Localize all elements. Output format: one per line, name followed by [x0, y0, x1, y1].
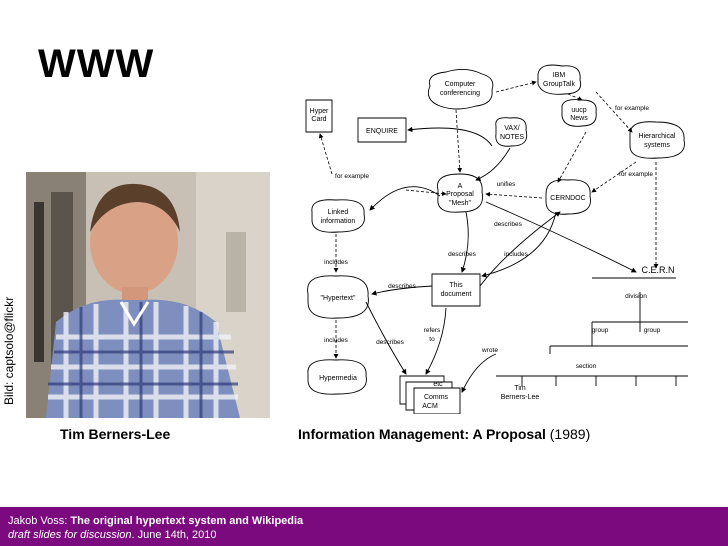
node-hypertext: "Hypertext" — [321, 295, 356, 302]
label-division: division — [625, 293, 647, 300]
photo-tim-berners-lee — [26, 172, 270, 418]
label-for-example-right: for example — [619, 171, 653, 178]
node-tim: Tim — [514, 385, 526, 392]
node-cern: C.E.R.N — [641, 265, 674, 275]
footer-talk-title: The original hypertext system and Wikipe… — [70, 515, 304, 527]
node-this-document-2: document — [441, 291, 472, 298]
node-linked: Linked — [328, 209, 349, 216]
footer-bar: Jakob Voss: The original hypertext syste… — [0, 507, 728, 546]
label-section: section — [576, 363, 597, 370]
node-comms-2: ACM — [422, 403, 438, 410]
diagram-caption: Information Management: A Proposal (1989… — [298, 426, 590, 442]
photo-caption: Tim Berners-Lee — [60, 426, 171, 442]
node-vax-2: NOTES — [500, 134, 524, 141]
node-hypercard-2: Card — [311, 116, 326, 123]
label-refers: refers — [424, 327, 441, 334]
slide-title: WWW — [38, 42, 155, 86]
node-computer-conferencing: Computer — [445, 81, 476, 88]
label-describes-2: describes — [448, 251, 477, 258]
node-etc: etc — [433, 381, 443, 388]
node-this-document: This — [449, 282, 463, 289]
node-comms: Comms — [424, 394, 449, 401]
node-linked-2: information — [321, 218, 356, 225]
node-hierarchical-2: systems — [644, 142, 670, 149]
label-includes-2: includes — [324, 259, 349, 266]
node-cerndoc: CERNDOC — [550, 195, 585, 202]
node-hypermedia: Hypermedia — [319, 375, 357, 382]
node-enquire: ENQUIRE — [366, 128, 398, 135]
node-proposal: A — [458, 183, 463, 190]
label-for-example-left: for example — [335, 173, 369, 180]
node-hierarchical: Hierarchical — [639, 133, 676, 140]
node-hypercard: Hyper — [310, 108, 329, 115]
label-describes-1: describes — [494, 221, 523, 228]
label-group-1: group — [592, 327, 609, 334]
proposal-diagram: Hyper Card ENQUIRE Computer conferencing… — [305, 64, 688, 414]
node-ibm: IBM — [553, 72, 566, 79]
node-computer-conferencing-2: conferencing — [440, 90, 480, 97]
label-describes-4: describes — [376, 339, 405, 346]
node-proposal-2: Proposal — [446, 191, 474, 198]
label-includes-1: includes — [504, 251, 529, 258]
label-includes-3: includes — [324, 337, 349, 344]
footer-line-2: draft slides for discussion. June 14th, … — [8, 529, 217, 541]
footer-draft: draft slides for discussion — [8, 529, 132, 541]
label-to: to — [429, 336, 435, 343]
node-uucp: uucp — [571, 107, 586, 114]
label-describes-3: describes — [388, 283, 417, 290]
node-vax: VAX/ — [504, 125, 519, 132]
footer-line-1: Jakob Voss: The original hypertext syste… — [8, 515, 303, 527]
diagram-caption-title: Information Management: A Proposal — [298, 426, 546, 442]
footer-date: . June 14th, 2010 — [131, 529, 217, 541]
photo-credit: Bild: captsolo@flickr — [2, 296, 16, 405]
label-unifies: unifies — [497, 181, 517, 188]
label-for-example-top: for example — [615, 105, 649, 112]
label-wrote: wrote — [481, 347, 498, 354]
node-ibm-2: GroupTalk — [543, 81, 575, 88]
label-group-2: group — [644, 327, 661, 334]
node-tim-2: Berners-Lee — [501, 394, 540, 401]
footer-author: Jakob Voss: — [8, 515, 71, 527]
node-proposal-3: "Mesh" — [449, 200, 472, 207]
diagram-caption-year: (1989) — [549, 426, 591, 442]
node-uucp-2: News — [570, 115, 588, 122]
